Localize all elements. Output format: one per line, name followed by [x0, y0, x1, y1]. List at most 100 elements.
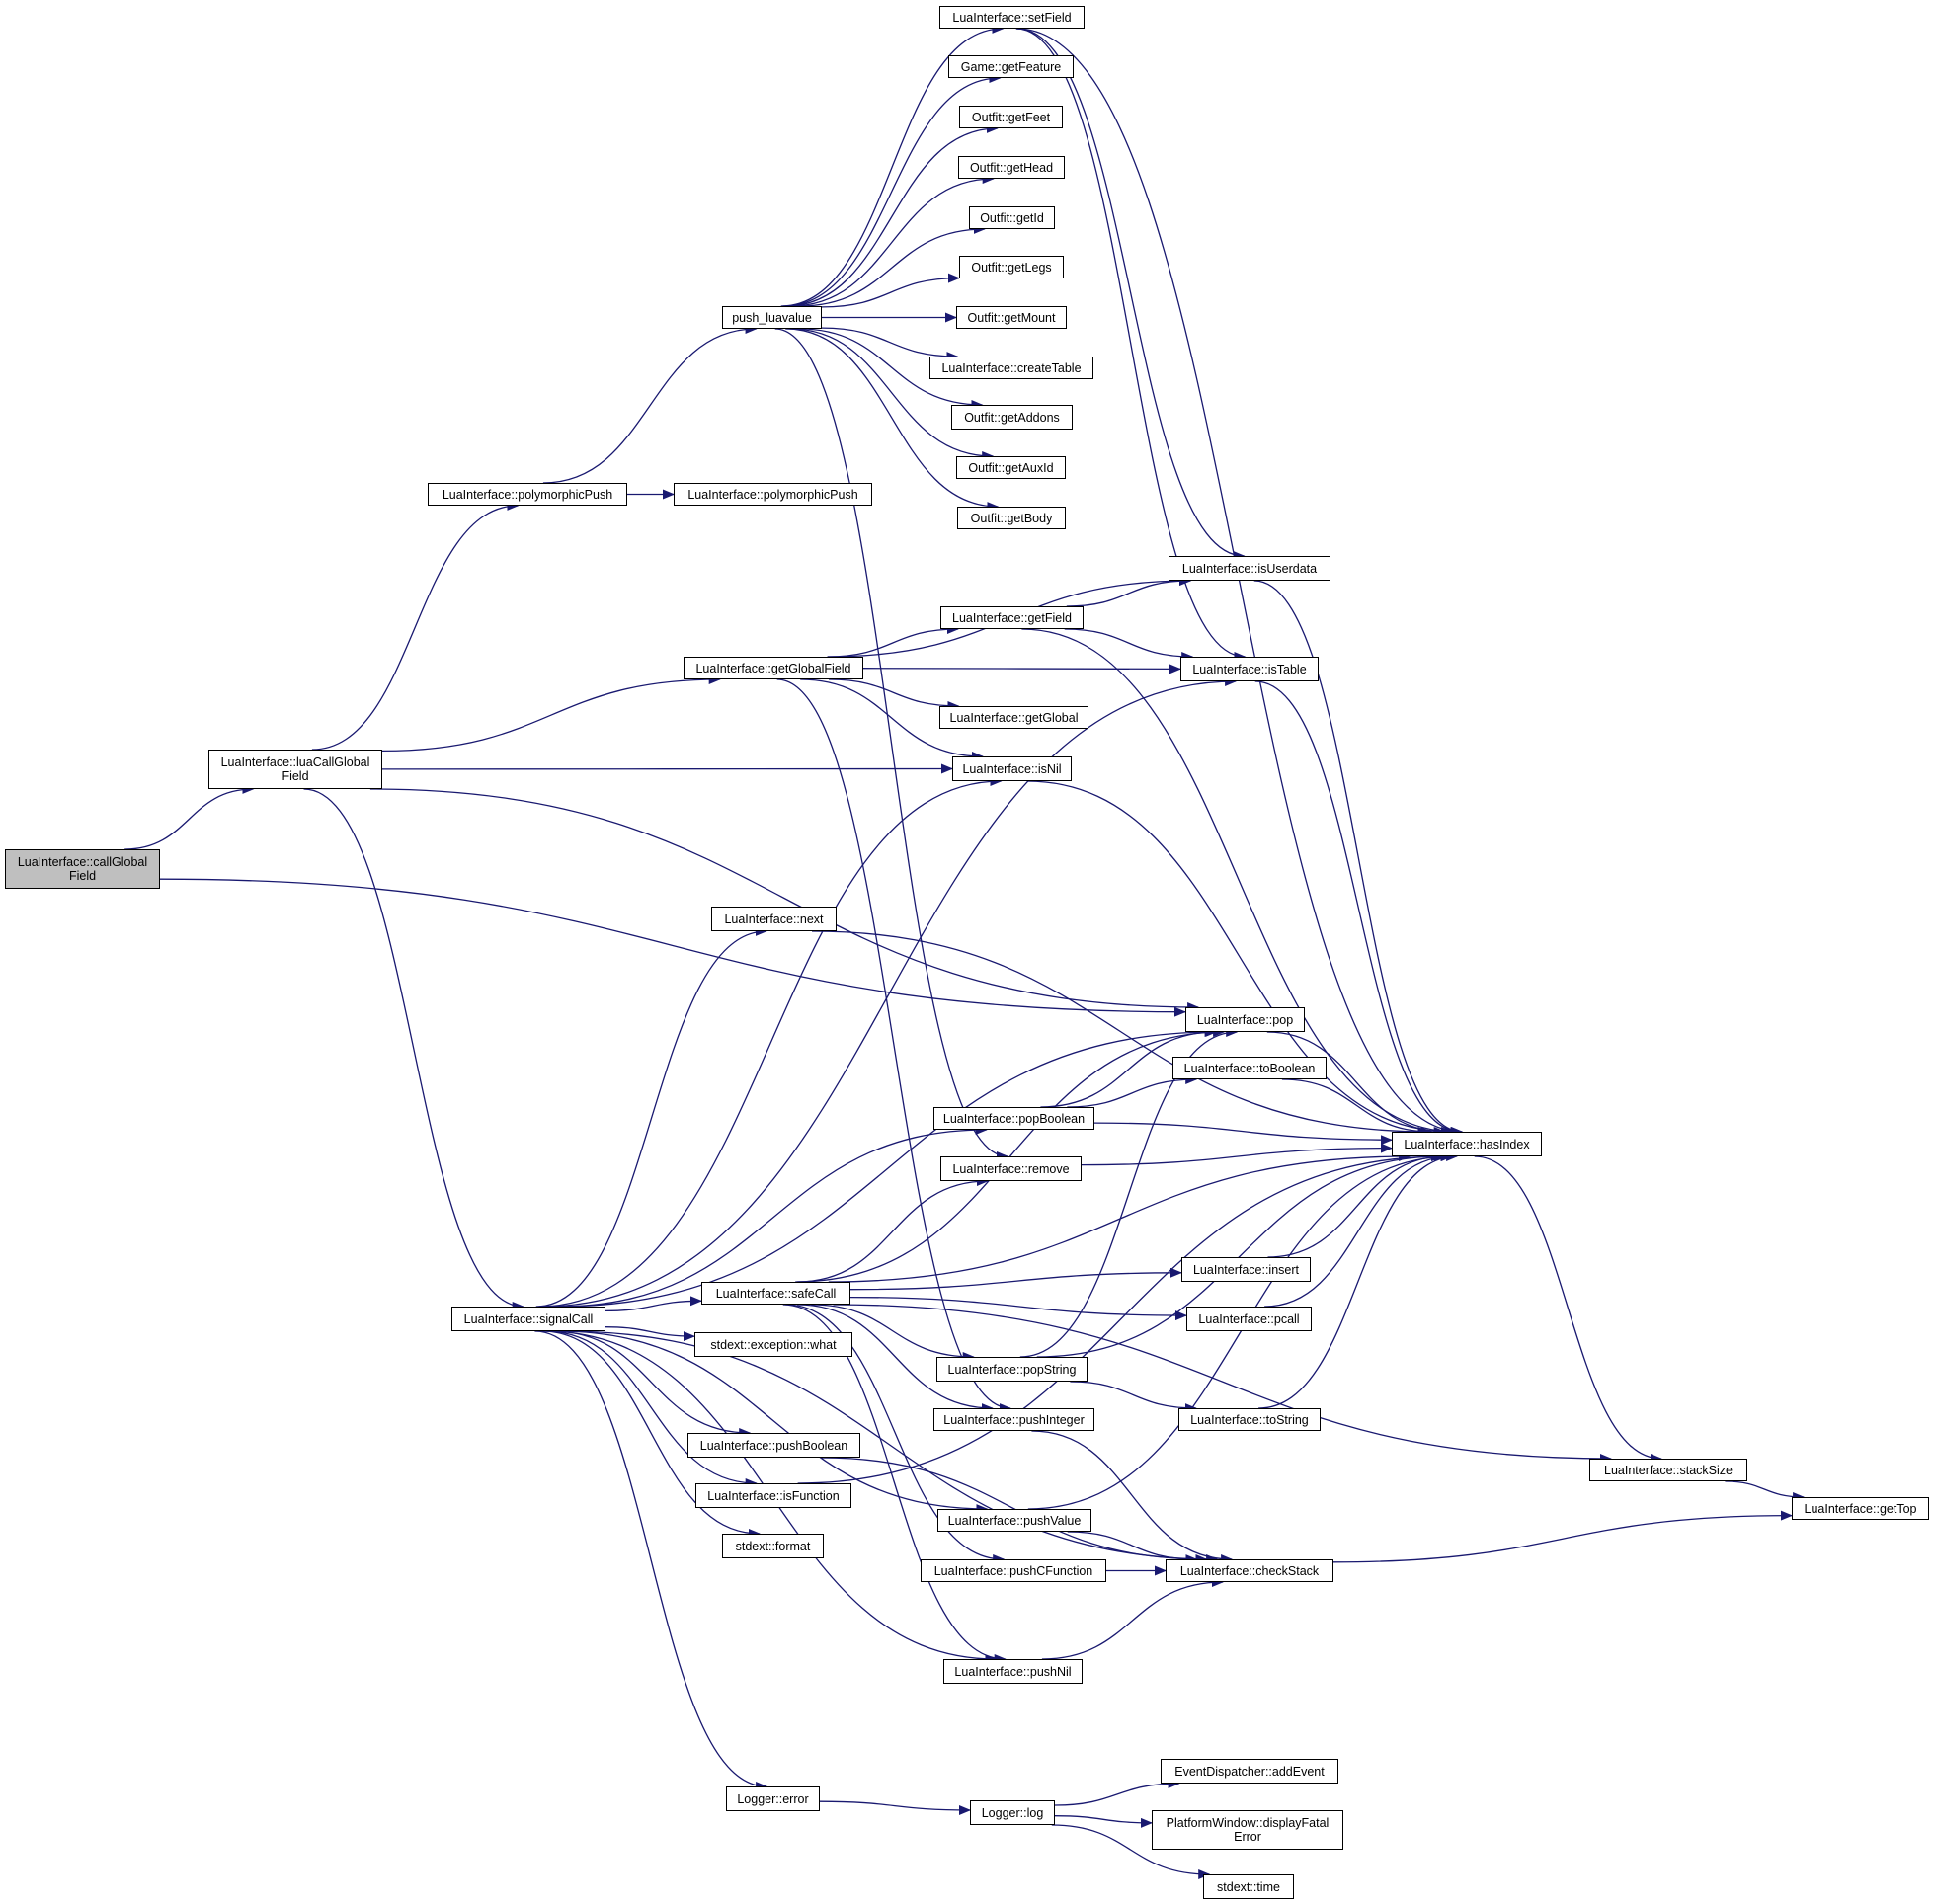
edge-safeCall-to-hasIndex: [828, 1151, 1411, 1283]
edge-loggerLog-to-time: [1051, 1824, 1211, 1879]
node-getHead[interactable]: Outfit::getHead: [958, 156, 1065, 179]
edge-safeCall-to-pushCFunction: [785, 1304, 1006, 1564]
edge-push_luavalue-to-getBody: [785, 328, 1000, 512]
node-isFunction[interactable]: LuaInterface::isFunction: [695, 1483, 851, 1508]
node-hasIndex[interactable]: LuaInterface::hasIndex: [1392, 1132, 1542, 1156]
node-toString[interactable]: LuaInterface::toString: [1178, 1408, 1321, 1431]
node-getId[interactable]: Outfit::getId: [969, 206, 1055, 229]
node-insert[interactable]: LuaInterface::insert: [1181, 1257, 1311, 1282]
node-callGlobalField[interactable]: LuaInterface::callGlobal Field: [5, 849, 160, 889]
edge-signalCall-to-isTable: [541, 676, 1238, 1308]
edge-signalCall-to-popBoolean: [558, 1125, 988, 1308]
node-displayFatalError[interactable]: PlatformWindow::displayFatal Error: [1152, 1810, 1343, 1850]
node-isNil[interactable]: LuaInterface::isNil: [952, 756, 1072, 781]
node-popString[interactable]: LuaInterface::popString: [936, 1357, 1088, 1382]
edge-isTable-to-hasIndex: [1254, 680, 1463, 1137]
node-getFeet[interactable]: Outfit::getFeet: [959, 106, 1063, 128]
node-time[interactable]: stdext::time: [1203, 1874, 1294, 1899]
edge-toString-to-hasIndex: [1258, 1151, 1459, 1409]
edge-pushValue-to-checkStack: [1067, 1531, 1198, 1564]
edge-getGlobalField-to-isTable: [862, 664, 1181, 674]
node-isUserdata[interactable]: LuaInterface::isUserdata: [1169, 556, 1330, 581]
node-polymorphicPush1[interactable]: LuaInterface::polymorphicPush: [428, 483, 627, 506]
node-loggerError[interactable]: Logger::error: [726, 1786, 820, 1811]
node-toBoolean[interactable]: LuaInterface::toBoolean: [1172, 1057, 1327, 1079]
node-pushValue[interactable]: LuaInterface::pushValue: [937, 1509, 1091, 1532]
edge-pushValue-to-hasIndex: [1027, 1151, 1453, 1510]
node-pushCFunction[interactable]: LuaInterface::pushCFunction: [921, 1559, 1106, 1582]
node-popBoolean[interactable]: LuaInterface::popBoolean: [933, 1107, 1094, 1130]
edge-callGlobalField-to-pop: [159, 878, 1186, 1017]
node-getField[interactable]: LuaInterface::getField: [940, 606, 1084, 629]
node-getMount[interactable]: Outfit::getMount: [956, 306, 1067, 329]
node-safeCall[interactable]: LuaInterface::safeCall: [701, 1282, 850, 1305]
node-getAddons[interactable]: Outfit::getAddons: [951, 405, 1073, 430]
node-getGlobal[interactable]: LuaInterface::getGlobal: [939, 706, 1088, 729]
edge-luaCallGlobalField-to-polymorphicPush1: [311, 501, 520, 751]
edge-getField-to-hasIndex: [1021, 628, 1458, 1137]
node-getBody[interactable]: Outfit::getBody: [957, 507, 1066, 529]
edge-push_luavalue-to-createTable: [821, 327, 959, 361]
edge-hasIndex-to-stackSize: [1474, 1155, 1662, 1464]
node-getGlobalField[interactable]: LuaInterface::getGlobalField: [684, 657, 863, 679]
edge-popString-to-pop: [1019, 1027, 1239, 1358]
edge-popBoolean-to-hasIndex: [1093, 1122, 1393, 1146]
node-isTable[interactable]: LuaInterface::isTable: [1180, 657, 1319, 681]
edge-push_luavalue-to-getFeature: [782, 73, 1002, 307]
node-pushInteger[interactable]: LuaInterface::pushInteger: [933, 1408, 1094, 1431]
edge-push_luavalue-to-getHead: [789, 174, 995, 307]
node-what[interactable]: stdext::exception::what: [694, 1332, 852, 1357]
node-checkStack[interactable]: LuaInterface::checkStack: [1166, 1559, 1333, 1582]
node-getAuxId[interactable]: Outfit::getAuxId: [956, 456, 1066, 479]
node-pop[interactable]: LuaInterface::pop: [1185, 1007, 1305, 1032]
edge-push_luavalue-to-setField: [780, 24, 1005, 307]
edge-next-to-hasIndex: [811, 930, 1430, 1137]
edge-isNil-to-hasIndex: [1026, 780, 1453, 1137]
node-push_luavalue[interactable]: push_luavalue: [722, 306, 822, 329]
node-remove[interactable]: LuaInterface::remove: [940, 1156, 1082, 1181]
node-loggerLog[interactable]: Logger::log: [970, 1800, 1055, 1825]
edge-signalCall-to-pushBoolean: [552, 1330, 752, 1438]
node-addEvent[interactable]: EventDispatcher::addEvent: [1161, 1759, 1338, 1784]
edge-safeCall-to-remove: [797, 1176, 989, 1283]
node-createTable[interactable]: LuaInterface::createTable: [929, 357, 1093, 379]
edge-isFunction-to-hasIndex: [797, 1151, 1444, 1484]
node-setField[interactable]: LuaInterface::setField: [939, 6, 1085, 29]
edge-getGlobalField-to-isNil: [800, 678, 984, 761]
edge-signalCall-to-pushValue: [558, 1330, 989, 1514]
edge-isUserdata-to-hasIndex: [1253, 580, 1464, 1137]
edge-safeCall-to-popString: [811, 1304, 975, 1362]
node-next[interactable]: LuaInterface::next: [711, 907, 837, 931]
node-polymorphicPush2[interactable]: LuaInterface::polymorphicPush: [674, 483, 872, 506]
edge-pop-to-hasIndex: [1266, 1031, 1446, 1137]
edge-signalCall-to-checkStack: [563, 1330, 1219, 1564]
edge-polymorphicPush1-to-push_luavalue: [542, 324, 758, 484]
edge-signalCall-to-format: [541, 1330, 761, 1539]
node-signalCall[interactable]: LuaInterface::signalCall: [451, 1307, 605, 1331]
node-pushBoolean[interactable]: LuaInterface::pushBoolean: [687, 1433, 860, 1458]
node-getFeature[interactable]: Game::getFeature: [948, 55, 1074, 78]
node-pushNil[interactable]: LuaInterface::pushNil: [943, 1659, 1083, 1684]
edge-toBoolean-to-hasIndex: [1281, 1078, 1433, 1137]
edge-luaCallGlobalField-to-pop: [369, 788, 1200, 1012]
edge-push_luavalue-to-getAddons: [799, 328, 984, 410]
node-getTop[interactable]: LuaInterface::getTop: [1792, 1497, 1929, 1520]
edge-signalCall-to-next: [535, 926, 767, 1308]
edge-loggerLog-to-displayFatalError: [1054, 1815, 1153, 1828]
edge-popString-to-toString: [1070, 1381, 1197, 1413]
node-getLegs[interactable]: Outfit::getLegs: [959, 256, 1064, 278]
edge-popString-to-hasIndex: [1036, 1151, 1443, 1358]
edge-signalCall-to-isNil: [538, 776, 1003, 1308]
node-luaCallGlobalField[interactable]: LuaInterface::luaCallGlobal Field: [208, 750, 382, 789]
node-stackSize[interactable]: LuaInterface::stackSize: [1589, 1459, 1747, 1481]
edge-signalCall-to-safeCall: [605, 1296, 702, 1312]
edge-push_luavalue-to-getLegs: [821, 273, 960, 308]
edge-push_luavalue-to-getId: [799, 224, 986, 307]
edge-getField-to-isTable: [1064, 628, 1194, 662]
edge-getField-to-isUserdata: [1066, 576, 1191, 607]
node-pcall[interactable]: LuaInterface::pcall: [1186, 1307, 1312, 1331]
node-format[interactable]: stdext::format: [722, 1534, 824, 1558]
edge-getGlobalField-to-getField: [827, 624, 959, 658]
edge-checkStack-to-getTop: [1332, 1510, 1793, 1563]
